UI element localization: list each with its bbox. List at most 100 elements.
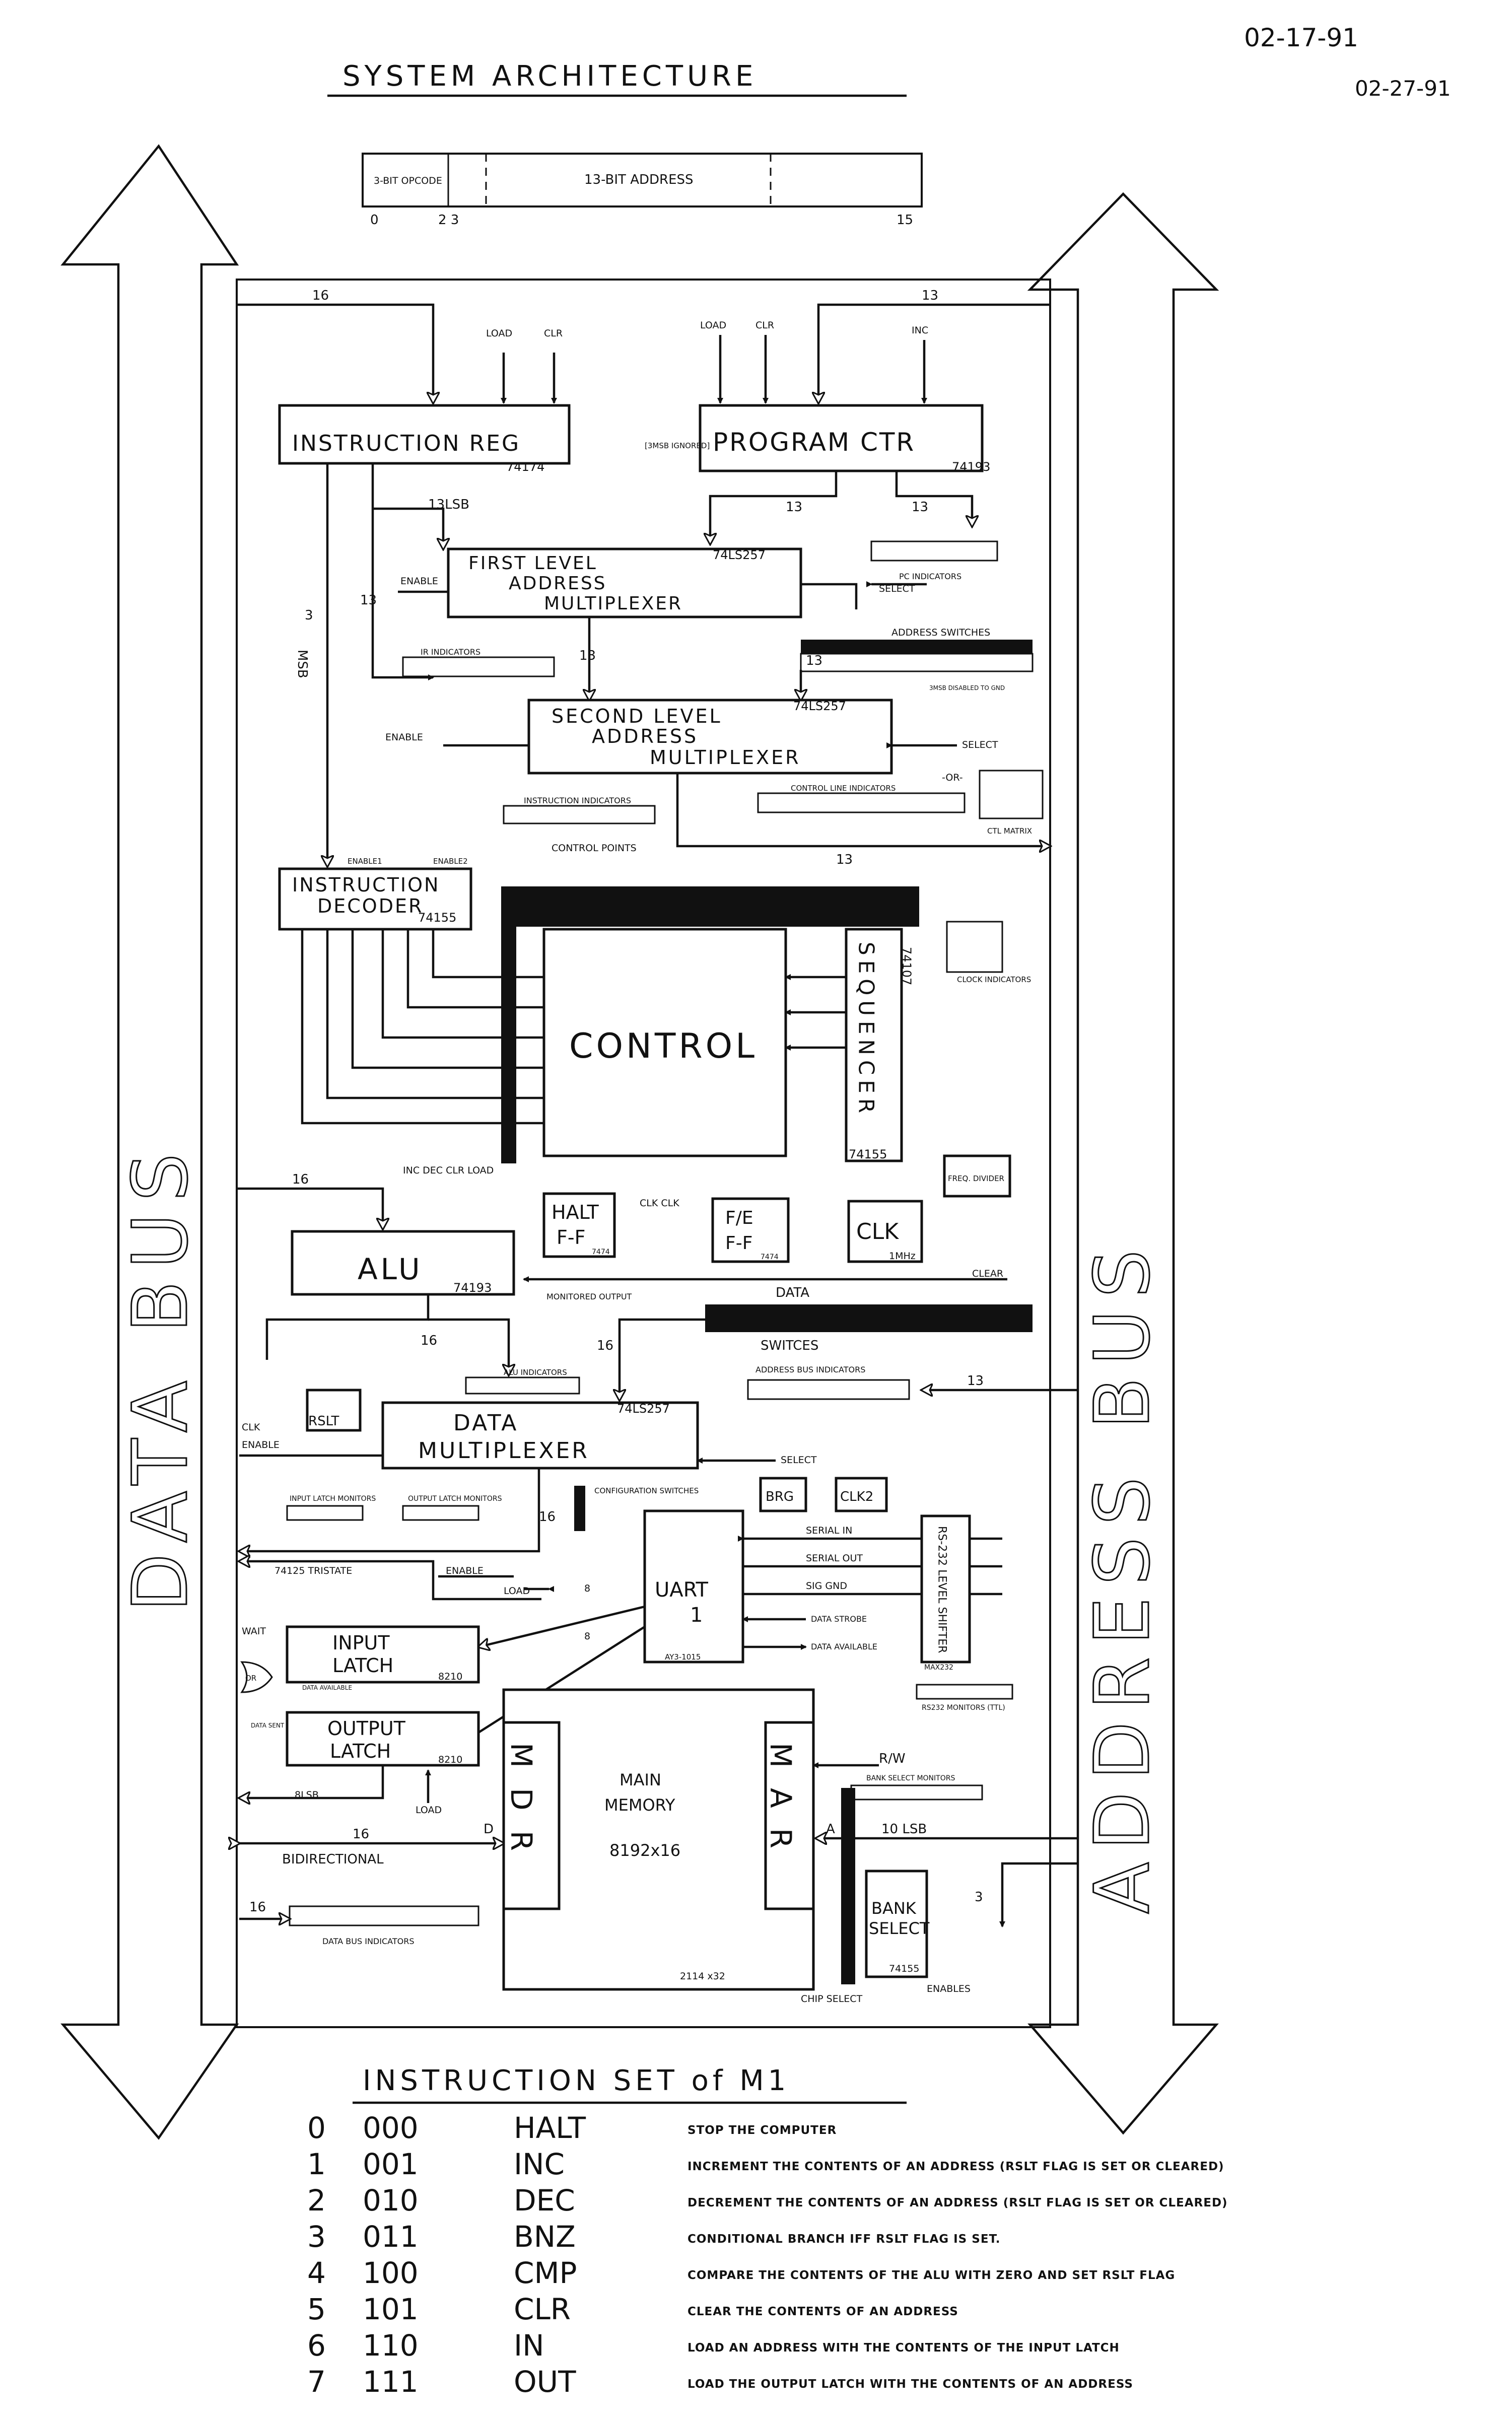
control-points-label: CONTROL POINTS bbox=[552, 843, 637, 854]
pc-note: [3MSB IGNORED] bbox=[645, 441, 710, 450]
tristate-load: LOAD bbox=[504, 1585, 530, 1597]
control-line-indicators: CONTROL LINE INDICATORS bbox=[757, 784, 966, 813]
instruction-description: LOAD THE OUTPUT LATCH WITH THE CONTENTS … bbox=[688, 2378, 1133, 2391]
instruction-binary: 111 bbox=[363, 2365, 419, 2399]
instruction-number: 6 bbox=[307, 2328, 326, 2363]
ir-label: INSTRUCTION REG bbox=[292, 431, 520, 456]
instruction-number: 1 bbox=[307, 2147, 326, 2181]
rs232-mon-label: RS232 MONITORS (TTL) bbox=[922, 1704, 1005, 1712]
config-sw-label: CONFIGURATION SWITCHES bbox=[594, 1486, 699, 1495]
switch-data-width: 16 bbox=[597, 1338, 613, 1353]
pc-inc: INC bbox=[912, 325, 928, 336]
ir-ind-width: 13 bbox=[360, 593, 377, 608]
halt-flip-flop: HALT F-F 7474 bbox=[542, 1192, 616, 1258]
ir-msb: MSB bbox=[295, 650, 310, 678]
wait-label: WAIT bbox=[242, 1626, 266, 1637]
msb-disabled-label: 3MSB DISABLED TO GND bbox=[929, 684, 1005, 692]
rs232-monitors: RS232 MONITORS (TTL) bbox=[916, 1684, 1013, 1712]
bank-label-2: SELECT bbox=[869, 1919, 930, 1938]
dbus-ind-width: 16 bbox=[249, 1900, 266, 1915]
pc-ind-width: 13 bbox=[912, 500, 928, 515]
data-bus-label: DATA BUS bbox=[117, 1141, 204, 1612]
instruction-binary: 011 bbox=[363, 2220, 419, 2254]
instruction-binary: 000 bbox=[363, 2111, 419, 2145]
decoder-label-2: DECODER bbox=[317, 895, 423, 917]
instruction-set-title: INSTRUCTION SET of M1 bbox=[363, 2064, 790, 2097]
datamux-enable: ENABLE bbox=[242, 1439, 280, 1450]
instruction-format: 3-BIT OPCODE 13-BIT ADDRESS 0 2 3 15 bbox=[362, 153, 923, 228]
ir-clr: CLR bbox=[544, 328, 563, 339]
bit-2-3: 2 3 bbox=[438, 213, 459, 228]
pc-load: LOAD bbox=[700, 320, 726, 331]
memory-data-register: MDR bbox=[502, 1721, 561, 1910]
mux1-label-2: ADDRESS bbox=[509, 573, 607, 594]
data-sent: DATA SENT bbox=[251, 1722, 285, 1729]
instruction-binary: 101 bbox=[363, 2292, 419, 2326]
mux2-label-3: MULTIPLEXER bbox=[650, 746, 801, 769]
pc-chip: 74193 bbox=[952, 460, 990, 474]
instruction-number: 5 bbox=[307, 2292, 326, 2326]
clock-2: CLK2 bbox=[835, 1477, 888, 1512]
data-bus-indicators: DATA BUS INDICATORS bbox=[289, 1905, 479, 1946]
memory-label-2: MEMORY bbox=[604, 1795, 675, 1815]
memory-label-1: MAIN bbox=[620, 1770, 661, 1789]
instruction-mnemonic: HALT bbox=[514, 2111, 586, 2145]
ir-ind-label: IR INDICATORS bbox=[421, 647, 480, 657]
ir-lsb-width: 13LSB bbox=[428, 497, 469, 512]
memory-address-register: MAR bbox=[764, 1721, 815, 1910]
pc-indicators: PC INDICATORS bbox=[870, 540, 998, 581]
ir-opcode-width: 3 bbox=[305, 608, 313, 623]
sig-gnd: SIG GND bbox=[806, 1580, 847, 1592]
clock-ind-label: CLOCK INDICATORS bbox=[957, 975, 1031, 984]
baud-rate-generator: BRG bbox=[759, 1477, 807, 1512]
switch-width: 13 bbox=[806, 653, 822, 668]
data-switches-bank bbox=[705, 1304, 1033, 1332]
abus-width: 13 bbox=[967, 1373, 984, 1389]
first-level-mux: FIRST LEVEL ADDRESS MULTIPLEXER 74LS257 bbox=[447, 547, 802, 618]
instruction-mnemonic: DEC bbox=[514, 2183, 575, 2218]
data-available: DATA AVAILABLE bbox=[811, 1642, 877, 1651]
input-latch-label-2: LATCH bbox=[332, 1654, 393, 1677]
output-latch-label-1: OUTPUT bbox=[327, 1717, 406, 1740]
ff-clk-label: CLK CLK bbox=[640, 1198, 679, 1209]
in-latch-mon-label: INPUT LATCH MONITORS bbox=[290, 1495, 376, 1503]
frequency-divider: FREQ. DIVIDER bbox=[943, 1154, 1011, 1198]
control-unit: CONTROL bbox=[542, 928, 787, 1157]
input-latch: INPUT LATCH 8210 bbox=[286, 1625, 480, 1684]
ctl-matrix: CTL MATRIX -OR- bbox=[942, 770, 1044, 836]
date-revised: 02-27-91 bbox=[1355, 76, 1451, 101]
mux2-chip: 74LS257 bbox=[793, 699, 846, 713]
system-clock: CLK 1MHz bbox=[847, 1200, 923, 1263]
out-latch-mon-label: OUTPUT LATCH MONITORS bbox=[408, 1495, 502, 1503]
mux1-label-1: FIRST LEVEL bbox=[468, 553, 597, 574]
latch-width-8a: 8 bbox=[584, 1583, 590, 1594]
chip-select-bus bbox=[841, 1788, 855, 1984]
clk-freq: 1MHz bbox=[889, 1251, 916, 1262]
program-counter: PROGRAM CTR 74193 [3MSB IGNORED] bbox=[645, 404, 990, 474]
rs232-level-shifter: RS-232 LEVEL SHIFTER MAX232 bbox=[920, 1514, 971, 1672]
main-frame bbox=[236, 279, 1051, 2028]
ir-chip: 74174 bbox=[506, 460, 544, 474]
instruction-mnemonic: BNZ bbox=[514, 2220, 576, 2254]
datamux-label-2: MULTIPLEXER bbox=[418, 1438, 589, 1464]
mar-label: MAR bbox=[764, 1743, 798, 1869]
fe-label-2: F-F bbox=[725, 1233, 752, 1254]
alu-out-width: 16 bbox=[421, 1333, 437, 1348]
instruction-mnemonic: IN bbox=[514, 2328, 544, 2363]
mdr-label: MDR bbox=[504, 1743, 538, 1871]
ir-bus-width: 16 bbox=[312, 288, 329, 303]
data-multiplexer: DATA MULTIPLEXER 74LS257 bbox=[381, 1401, 699, 1470]
result-flag: RSLT bbox=[306, 1389, 362, 1432]
opcode-field-label: 3-BIT OPCODE bbox=[374, 175, 442, 186]
datamux-out-width: 16 bbox=[539, 1509, 556, 1525]
sequencer-label: SEQUENCER bbox=[854, 942, 879, 1118]
tristate-enable: ENABLE bbox=[446, 1565, 484, 1576]
alu-chip: 74193 bbox=[453, 1281, 492, 1295]
datamux-label-1: DATA bbox=[453, 1410, 518, 1436]
clk-label: CLK bbox=[856, 1219, 899, 1244]
memory-chips: 2114 x32 bbox=[680, 1971, 725, 1982]
input-latch-monitors: INPUT LATCH MONITORS bbox=[286, 1495, 376, 1521]
